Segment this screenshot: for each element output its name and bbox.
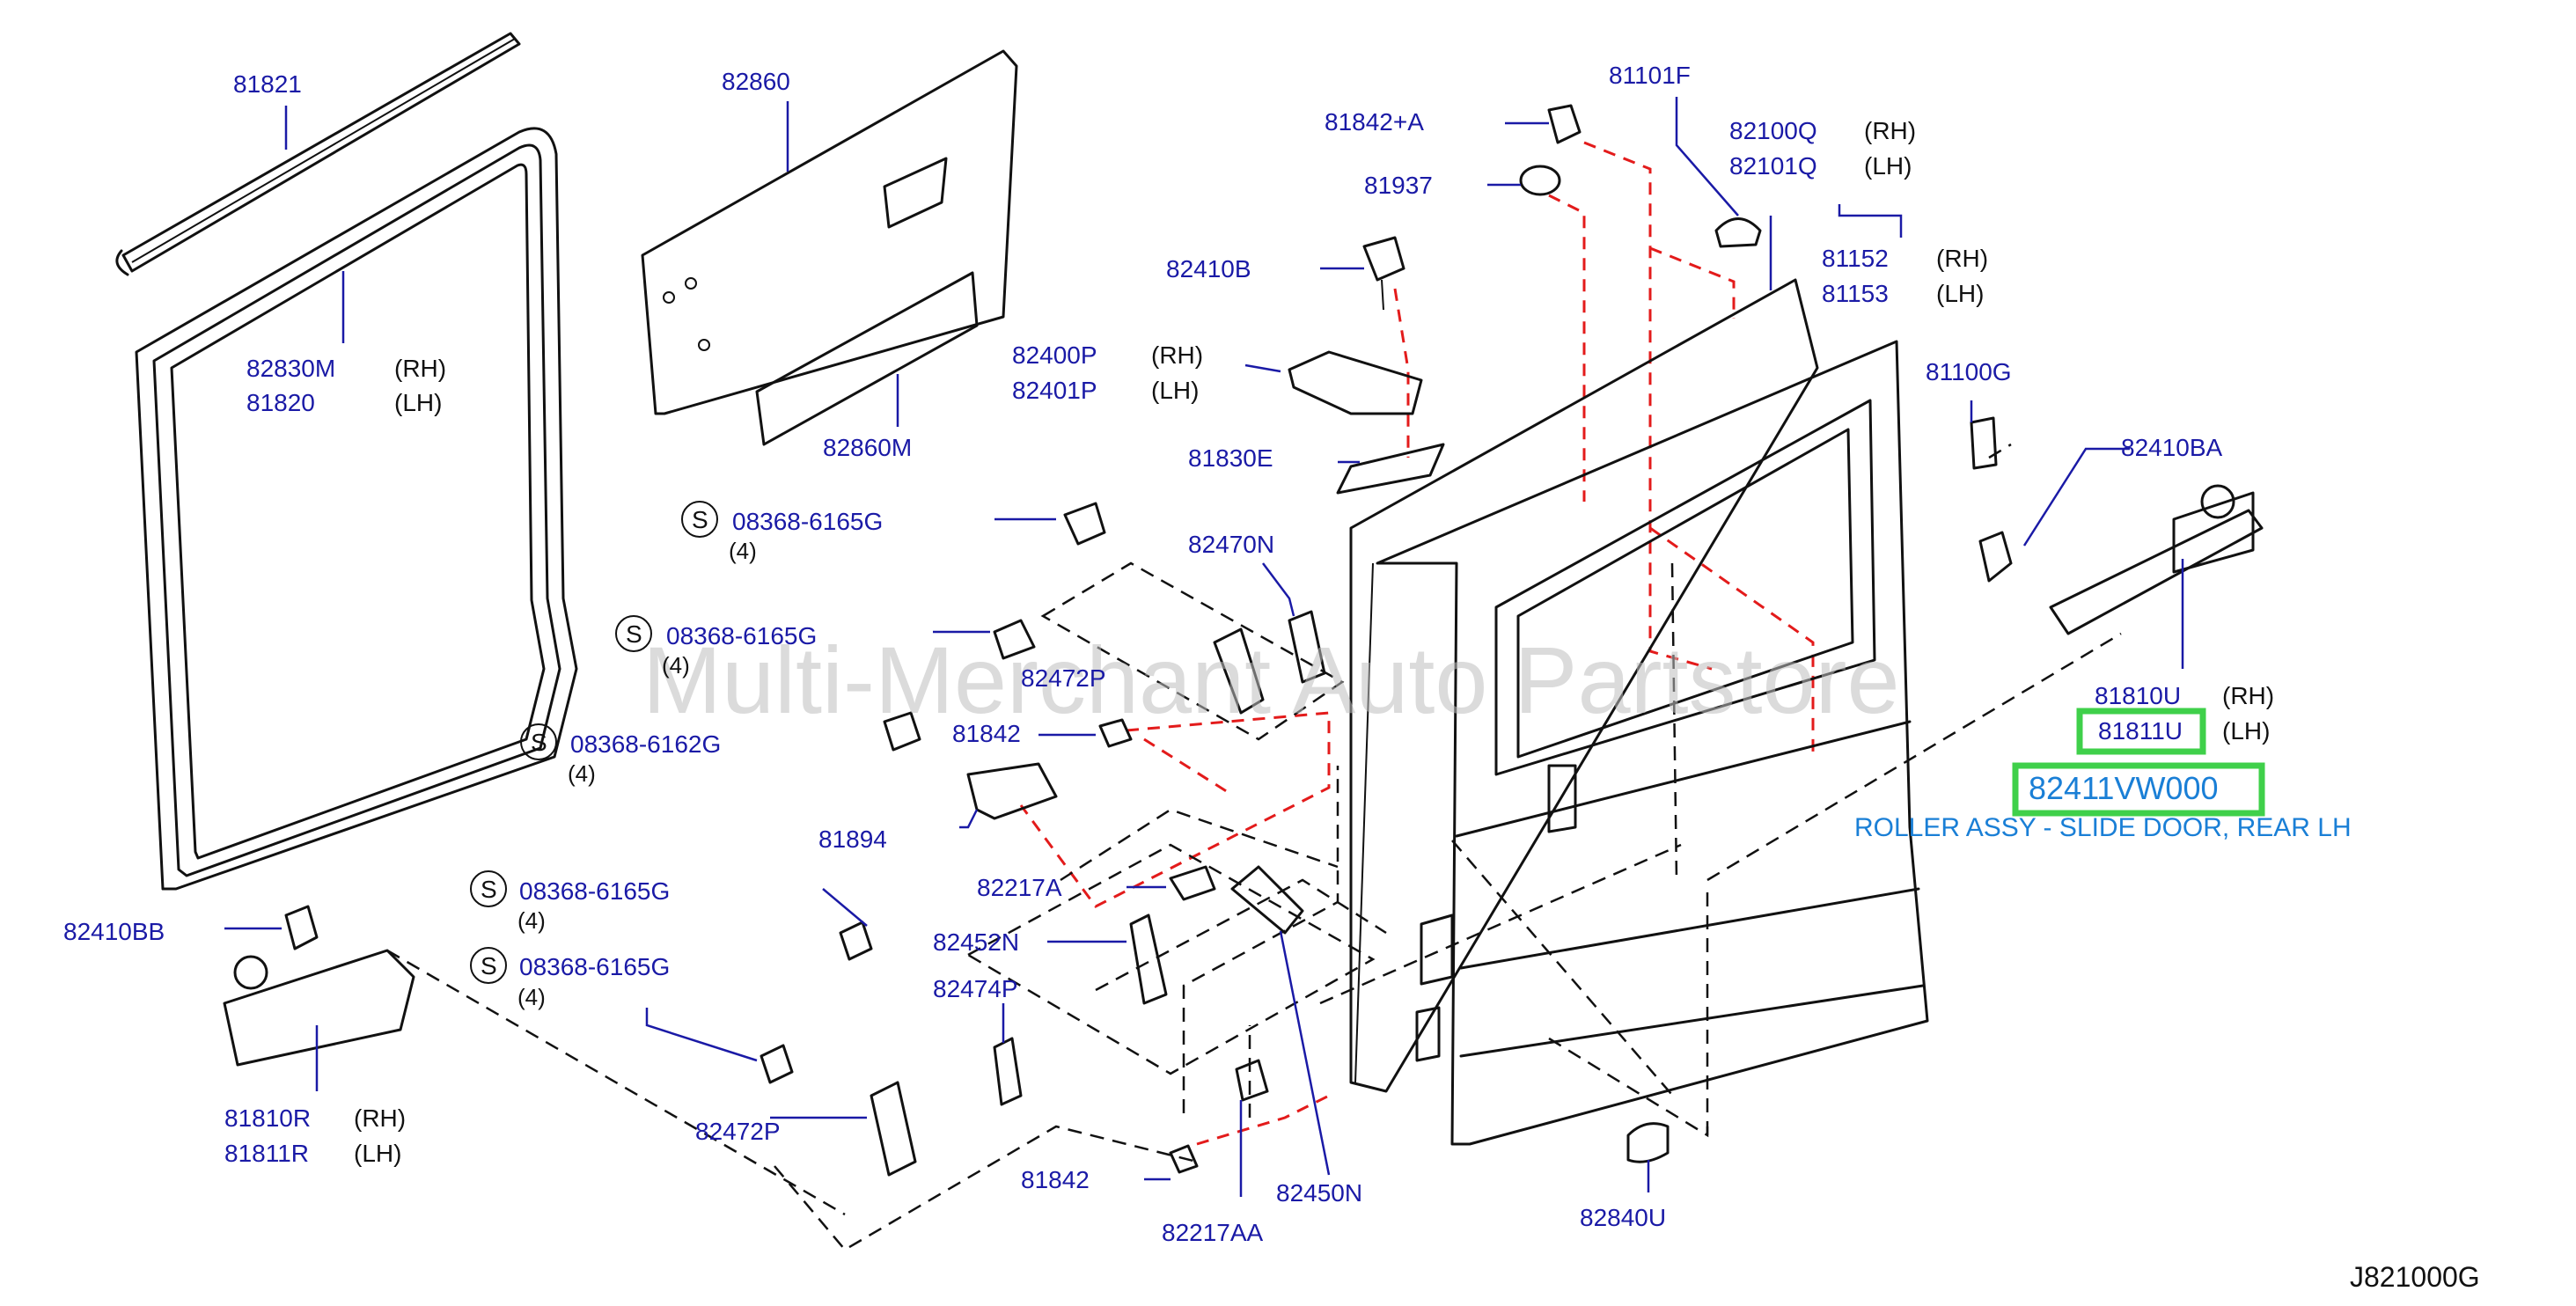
trim-panel-82860-drawing (641, 49, 1018, 446)
label-82100q[interactable]: 82100Q (1729, 117, 1817, 144)
slide-door-drawing (1349, 278, 1929, 1146)
label-82860[interactable]: 82860 (722, 68, 790, 95)
label-81100g[interactable]: 81100G (1926, 358, 2012, 385)
s-badge-letter: S (531, 729, 547, 756)
qualifier-rh: (RH) (394, 355, 446, 382)
label-82830m[interactable]: 82830M (246, 355, 335, 382)
part-labels: 81821 82860 82830M (RH) 81820 (LH) 82860… (63, 62, 2274, 1246)
label-81821[interactable]: 81821 (233, 70, 302, 98)
screw-code: 08368-6165G (519, 877, 670, 905)
highlighted-part-number[interactable]: 82411VW000 (2029, 770, 2219, 806)
label-81811r[interactable]: 81811R (224, 1140, 309, 1167)
watermark: Multi-Merchant Auto Partstore (642, 627, 1900, 733)
label-82410b[interactable]: 82410B (1166, 255, 1251, 282)
qualifier-rh: (RH) (2222, 682, 2274, 709)
label-82450n[interactable]: 82450N (1276, 1179, 1362, 1207)
screw-callout-4[interactable]: S 08368-6165G (4) (470, 870, 670, 934)
label-82470n[interactable]: 82470N (1188, 531, 1274, 558)
qualifier-rh: (RH) (1151, 341, 1203, 369)
highlighted-part-description: ROLLER ASSY - SLIDE DOOR, REAR LH (1854, 813, 2352, 842)
screw-code: 08368-6165G (666, 622, 817, 649)
label-81937[interactable]: 81937 (1364, 172, 1433, 199)
fasteners-drawing (223, 104, 2264, 1177)
qualifier-lh: (LH) (1864, 152, 1912, 180)
label-81811u[interactable]: 81811U (2098, 717, 2183, 745)
qualifier-lh: (LH) (394, 389, 442, 416)
s-badge-icon (615, 615, 652, 652)
label-82401p[interactable]: 82401P (1012, 377, 1097, 404)
screw-callout-1[interactable]: S 08368-6165G (4) (681, 501, 883, 564)
label-82410bb[interactable]: 82410BB (63, 918, 165, 945)
label-81842-bot[interactable]: 81842 (1021, 1166, 1090, 1193)
label-82474p[interactable]: 82474P (933, 975, 1018, 1002)
screw-qty: (4) (662, 652, 690, 679)
s-badge-icon (520, 723, 557, 760)
s-badge-letter: S (692, 506, 708, 533)
qualifier-lh: (LH) (2222, 717, 2270, 745)
label-82217a[interactable]: 82217A (977, 874, 1062, 901)
label-82217aa[interactable]: 82217AA (1162, 1219, 1264, 1246)
diagram-code: J821000G (2350, 1261, 2480, 1293)
label-81101f[interactable]: 81101F (1609, 62, 1691, 89)
label-82410ba[interactable]: 82410BA (2121, 434, 2223, 461)
highlighted-part[interactable]: 82411VW000 ROLLER ASSY - SLIDE DOOR, REA… (1854, 708, 2352, 842)
label-81820[interactable]: 81820 (246, 389, 315, 416)
label-81810u[interactable]: 81810U (2095, 682, 2181, 709)
s-badge-icon (681, 501, 718, 538)
label-82860m[interactable]: 82860M (823, 434, 912, 461)
label-82101q[interactable]: 82101Q (1729, 152, 1817, 180)
label-81842-mid[interactable]: 81842 (952, 720, 1021, 747)
highlight-box-81811u (2076, 708, 2206, 755)
highlight-box-part-number (2012, 762, 2265, 817)
s-badge-letter: S (626, 620, 642, 648)
s-badge-letter: S (481, 876, 497, 903)
weatherstrip-81821-drawing (115, 32, 521, 276)
screw-code: 08368-6162G (570, 730, 721, 758)
qualifier-rh: (RH) (354, 1104, 406, 1132)
label-81152[interactable]: 81152 (1822, 245, 1889, 272)
label-82452n[interactable]: 82452N (933, 928, 1019, 956)
label-82472p-top[interactable]: 82472P (1021, 664, 1106, 692)
screw-code: 08368-6165G (732, 508, 883, 535)
label-82840u[interactable]: 82840U (1580, 1204, 1666, 1231)
label-81830e[interactable]: 81830E (1188, 444, 1273, 472)
label-81153[interactable]: 81153 (1822, 280, 1889, 307)
s-badge-icon (470, 870, 507, 907)
qualifier-lh: (LH) (354, 1140, 401, 1167)
s-badge-icon (470, 947, 507, 984)
qualifier-rh: (RH) (1864, 117, 1916, 144)
label-82400p[interactable]: 82400P (1012, 341, 1097, 369)
label-81810r[interactable]: 81810R (224, 1104, 311, 1132)
screw-qty: (4) (517, 984, 546, 1010)
screw-callout-2[interactable]: S 08368-6165G (4) (615, 615, 817, 679)
label-81842-a[interactable]: 81842+A (1325, 108, 1424, 136)
qualifier-rh: (RH) (1936, 245, 1988, 272)
label-81894[interactable]: 81894 (818, 825, 887, 853)
leader-lines (224, 97, 2184, 1197)
qualifier-lh: (LH) (1151, 377, 1199, 404)
screw-code: 08368-6165G (519, 953, 670, 980)
door-seal-82830m-drawing (135, 127, 578, 891)
screw-qty: (4) (517, 907, 546, 934)
label-82472p-bot[interactable]: 82472P (695, 1118, 781, 1145)
s-badge-letter: S (481, 952, 497, 980)
screw-qty: (4) (729, 538, 757, 564)
screw-callout-3[interactable]: S 08368-6162G (4) (520, 723, 721, 787)
qualifier-lh: (LH) (1936, 280, 1984, 307)
screw-callout-5[interactable]: S 08368-6165G (4) (470, 947, 670, 1010)
screw-qty: (4) (568, 760, 596, 787)
assembly-guides (386, 141, 2122, 1251)
